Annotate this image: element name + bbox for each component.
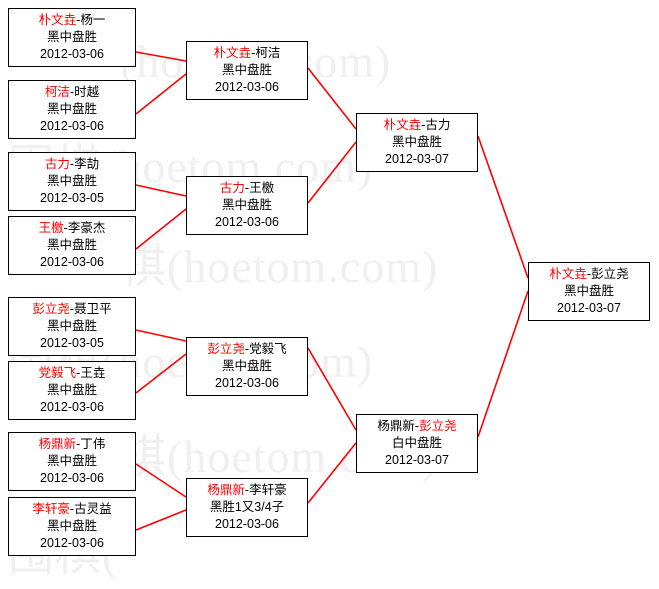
match-players: 柯洁-时越 xyxy=(44,85,100,99)
winner-name: 党毅飞 xyxy=(38,366,77,380)
winner-name: 朴文垚 xyxy=(38,13,77,27)
match-date: 2012-03-07 xyxy=(385,453,449,467)
loser-name: 党毅飞 xyxy=(249,342,287,356)
match-players: 朴文垚-古力 xyxy=(383,118,451,132)
match-players: 朴文垚-杨一 xyxy=(38,13,106,27)
match-result: 黑中盘胜 xyxy=(46,174,97,188)
match-date: 2012-03-06 xyxy=(40,471,104,485)
match-date: 2012-03-07 xyxy=(385,152,449,166)
match-players: 杨鼎新-李轩豪 xyxy=(207,483,287,497)
match-result: 黑中盘胜 xyxy=(221,359,272,373)
match-players: 朴文垚-彭立尧 xyxy=(549,267,629,281)
match-node[interactable]: 彭立尧-聂卫平 黑中盘胜 2012-03-05 xyxy=(8,297,136,356)
match-date: 2012-03-06 xyxy=(40,47,104,61)
match-players: 杨鼎新-丁伟 xyxy=(38,437,106,451)
winner-name: 朴文垚 xyxy=(549,267,587,281)
match-result: 黑中盘胜 xyxy=(563,284,614,298)
match-date: 2012-03-06 xyxy=(40,255,104,269)
match-players: 彭立尧-党毅飞 xyxy=(207,342,287,356)
match-players: 党毅飞-王垚 xyxy=(38,366,106,380)
match-date: 2012-03-06 xyxy=(215,80,279,94)
match-players: 彭立尧-聂卫平 xyxy=(32,302,112,316)
loser-name: 李劼 xyxy=(74,157,100,171)
match-result: 黑胜1又3/4子 xyxy=(209,500,285,514)
match-players: 古力-王檄 xyxy=(219,181,275,195)
loser-name: 王垚 xyxy=(80,366,106,380)
loser-name: 彭立尧 xyxy=(591,267,629,281)
winner-name: 彭立尧 xyxy=(32,302,70,316)
match-date: 2012-03-06 xyxy=(40,536,104,550)
loser-name: 聂卫平 xyxy=(74,302,112,316)
loser-name: 杨鼎新 xyxy=(377,419,415,433)
loser-name: 柯洁 xyxy=(255,46,281,60)
winner-name: 王檄 xyxy=(38,221,64,235)
match-node[interactable]: 杨鼎新-丁伟 黑中盘胜 2012-03-06 xyxy=(8,432,136,491)
loser-name: 丁伟 xyxy=(80,437,106,451)
match-node[interactable]: 杨鼎新-彭立尧 白中盘胜 2012-03-07 xyxy=(356,414,478,473)
winner-name: 古力 xyxy=(219,181,245,195)
match-result: 黑中盘胜 xyxy=(46,238,97,252)
winner-name: 李轩豪 xyxy=(32,502,70,516)
match-date: 2012-03-06 xyxy=(215,215,279,229)
match-result: 黑中盘胜 xyxy=(221,198,272,212)
match-node[interactable]: 柯洁-时越 黑中盘胜 2012-03-06 xyxy=(8,80,136,139)
loser-name: 时越 xyxy=(74,85,100,99)
match-date: 2012-03-05 xyxy=(40,191,104,205)
winner-name: 古力 xyxy=(44,157,70,171)
match-players: 王檄-李豪杰 xyxy=(38,221,106,235)
match-result: 黑中盘胜 xyxy=(46,519,97,533)
match-players: 杨鼎新-彭立尧 xyxy=(377,419,457,433)
match-date: 2012-03-05 xyxy=(40,336,104,350)
winner-name: 朴文垚 xyxy=(213,46,252,60)
watermark-text: 棋(hoetom.com) xyxy=(120,241,439,292)
match-node-final[interactable]: 朴文垚-彭立尧 黑中盘胜 2012-03-07 xyxy=(528,262,650,321)
loser-name: 李豪杰 xyxy=(67,221,106,235)
match-players: 古力-李劼 xyxy=(44,157,100,171)
match-result: 黑中盘胜 xyxy=(46,102,97,116)
winner-name: 彭立尧 xyxy=(419,419,457,433)
match-result: 黑中盘胜 xyxy=(221,63,272,77)
match-node[interactable]: 古力-李劼 黑中盘胜 2012-03-05 xyxy=(8,152,136,211)
winner-name: 柯洁 xyxy=(44,85,70,99)
match-result: 白中盘胜 xyxy=(391,436,442,450)
match-node[interactable]: 朴文垚-柯洁 黑中盘胜 2012-03-06 xyxy=(186,41,308,100)
match-date: 2012-03-06 xyxy=(215,517,279,531)
loser-name: 古灵益 xyxy=(74,502,112,516)
match-result: 黑中盘胜 xyxy=(46,454,97,468)
winner-name: 彭立尧 xyxy=(207,342,245,356)
winner-name: 杨鼎新 xyxy=(207,483,245,497)
loser-name: 古力 xyxy=(425,118,451,132)
match-date: 2012-03-06 xyxy=(40,400,104,414)
winner-name: 朴文垚 xyxy=(383,118,422,132)
match-node[interactable]: 古力-王檄 黑中盘胜 2012-03-06 xyxy=(186,176,308,235)
match-node[interactable]: 李轩豪-古灵益 黑中盘胜 2012-03-06 xyxy=(8,497,136,556)
match-node[interactable]: 朴文垚-杨一 黑中盘胜 2012-03-06 xyxy=(8,8,136,67)
match-players: 朴文垚-柯洁 xyxy=(213,46,281,60)
match-node[interactable]: 杨鼎新-李轩豪 黑胜1又3/4子 2012-03-06 xyxy=(186,478,308,537)
match-node[interactable]: 朴文垚-古力 黑中盘胜 2012-03-07 xyxy=(356,113,478,172)
match-result: 黑中盘胜 xyxy=(46,30,97,44)
loser-name: 李轩豪 xyxy=(249,483,287,497)
match-result: 黑中盘胜 xyxy=(46,383,97,397)
loser-name: 王檄 xyxy=(249,181,275,195)
match-node[interactable]: 王檄-李豪杰 黑中盘胜 2012-03-06 xyxy=(8,216,136,275)
match-node[interactable]: 党毅飞-王垚 黑中盘胜 2012-03-06 xyxy=(8,361,136,420)
match-date: 2012-03-06 xyxy=(40,119,104,133)
match-result: 黑中盘胜 xyxy=(391,135,442,149)
match-result: 黑中盘胜 xyxy=(46,319,97,333)
match-date: 2012-03-06 xyxy=(215,376,279,390)
loser-name: 杨一 xyxy=(80,13,106,27)
winner-name: 杨鼎新 xyxy=(38,437,77,451)
match-node[interactable]: 彭立尧-党毅飞 黑中盘胜 2012-03-06 xyxy=(186,337,308,396)
match-players: 李轩豪-古灵益 xyxy=(32,502,112,516)
match-date: 2012-03-07 xyxy=(557,301,621,315)
